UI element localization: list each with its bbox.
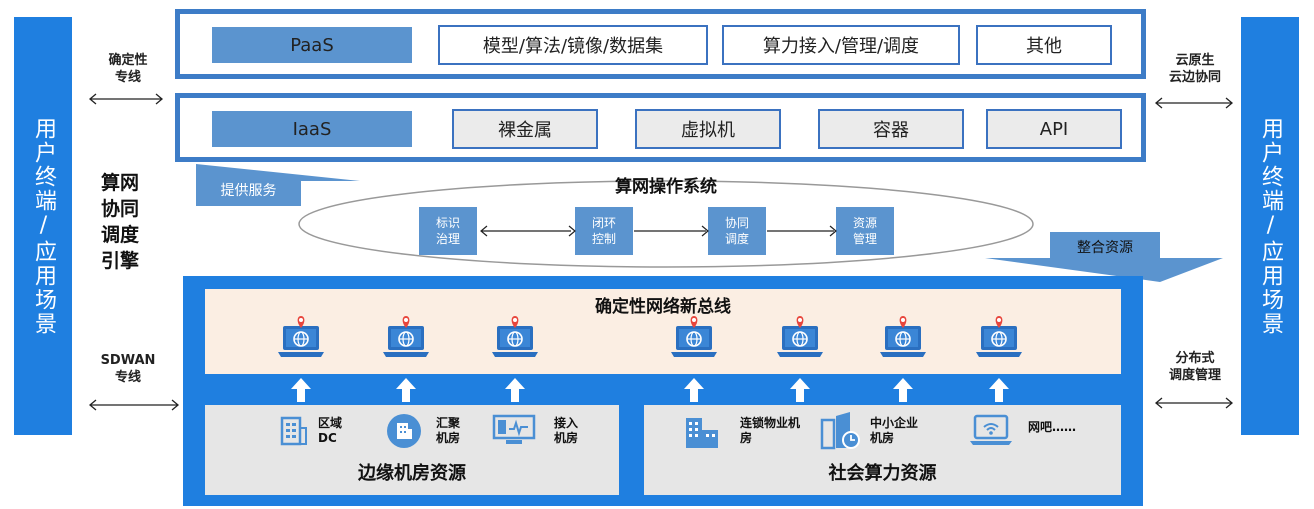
edge-item-aggregation: 汇聚 机房 [436,416,461,445]
paas-layer: PaaS 模型/算法/镜像/数据集 算力接入/管理/调度 其他 [175,9,1146,79]
bus-node-laptop-icon [976,316,1022,357]
server-icon [387,414,421,448]
provide-service-label: 提供服务 [220,183,277,199]
os-step-resource: 资源 管理 [836,207,894,255]
paas-item-compute: 算力接入/管理/调度 [722,25,960,65]
network-container: 确定性网络新总线 边缘机房资源 社会算力资源 [183,276,1143,506]
up-arrow-icon [893,378,913,402]
bus-node-laptop-icon [777,316,823,357]
left-top-label: 确定性 专线 [108,53,148,85]
iaas-item-baremetal: 裸金属 [452,109,598,149]
left-user-scenario-label: 用户终端/应用场景 [31,116,56,336]
left-top-double-arrow [88,93,164,105]
social-item-netcafe: 网吧…… [1028,420,1077,434]
os-step-arrows [480,225,837,237]
bus-node-laptop-icon [383,316,429,357]
up-arrow-icon [396,378,416,402]
edge-item-access: 接入 机房 [554,416,579,445]
bus-node-laptop-icon [671,316,717,357]
left-user-scenario-bar: 用户终端/应用场景 [14,17,72,435]
right-bottom-double-arrow [1154,397,1234,409]
os-step-identity: 标识 治理 [419,207,477,255]
integrate-resources-label: 整合资源 [1077,240,1133,256]
right-top-double-arrow [1154,97,1234,109]
left-bottom-double-arrow [88,399,180,411]
social-item-sme: 中小企业 机房 [870,416,919,445]
bus-node-laptop-icon [278,316,324,357]
iaas-tag: IaaS [212,111,412,147]
iaas-item-container: 容器 [818,109,964,149]
up-arrow-icon [989,378,1009,402]
social-resources: 社会算力资源 [644,405,1121,495]
right-bottom-label: 分布式 调度管理 [1168,351,1221,383]
os-step-closed-loop: 闭环 控制 [575,207,633,255]
paas-item-models: 模型/算法/镜像/数据集 [438,25,708,65]
paas-item-other: 其他 [976,25,1112,65]
network-bus-title: 确定性网络新总线 [595,297,731,317]
laptop-wifi-icon [970,414,1012,445]
engine-label: 算网 协同 调度 引擎 [100,172,139,272]
up-arrow-icon [790,378,810,402]
up-arrow-icon [684,378,704,402]
edge-item-regional-dc: 区域 DC [318,416,343,445]
up-arrow-icon [291,378,311,402]
edge-resources-title: 边缘机房资源 [358,463,466,484]
iaas-layer: IaaS 裸金属 虚拟机 容器 API [175,93,1146,162]
social-resources-title: 社会算力资源 [828,463,937,484]
os-title: 算网操作系统 [615,177,717,197]
iaas-item-vm: 虚拟机 [635,109,781,149]
right-user-scenario-label: 用户终端/应用场景 [1258,116,1283,336]
network-bus: 确定性网络新总线 [205,289,1121,374]
bus-node-laptop-icon [880,316,926,357]
paas-tag: PaaS [212,27,412,63]
bus-node-laptop-icon [492,316,538,357]
office-icon [820,412,860,450]
integrate-resources-arrow [985,232,1223,282]
city-icon [686,418,718,448]
provide-service-arrow [196,164,360,206]
building-icon [280,416,307,446]
monitor-icon [492,414,536,444]
up-arrow-icon [505,378,525,402]
social-item-chain-property: 连锁物业机 房 [740,416,801,445]
right-top-label: 云原生 云边协同 [1168,53,1221,85]
iaas-item-api: API [986,109,1122,149]
right-user-scenario-bar: 用户终端/应用场景 [1241,17,1299,435]
os-step-schedule: 协同 调度 [708,207,766,255]
left-bottom-label: SDWAN 专线 [100,353,156,385]
